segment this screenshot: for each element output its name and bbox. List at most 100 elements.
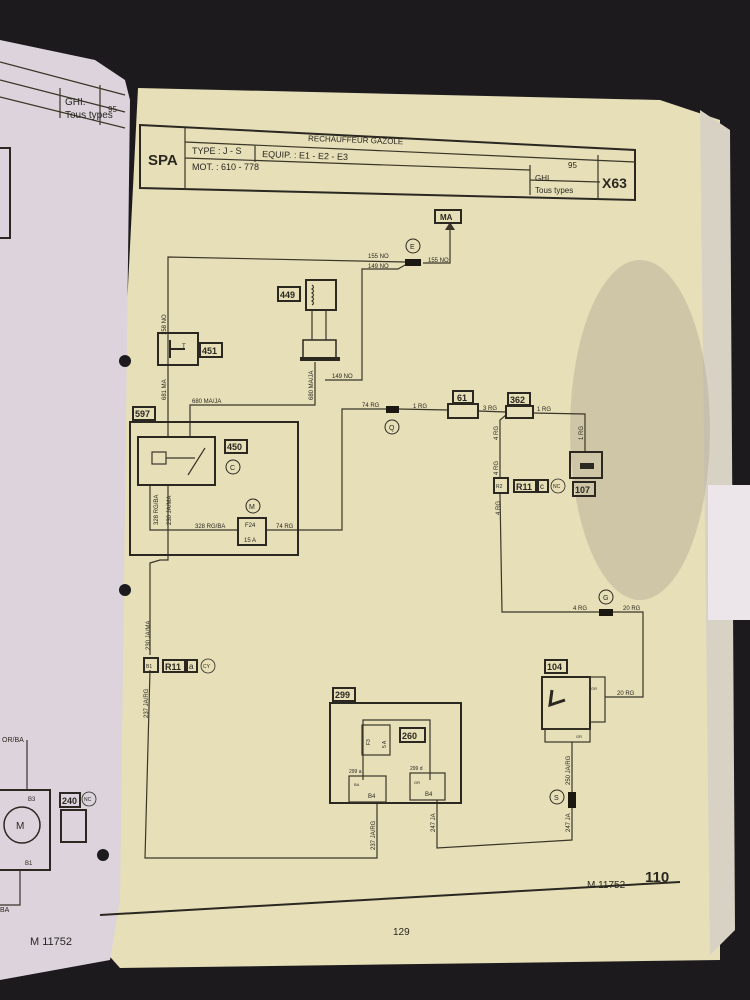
header-mot: MOT. : 610 - 778 <box>192 162 259 172</box>
binder-hole <box>119 355 131 367</box>
cy-badge: CY <box>203 664 211 670</box>
connector-b1 <box>143 657 159 673</box>
wire-label: 250 JA/RG <box>566 755 572 785</box>
connector-c: C <box>230 465 235 472</box>
r2-label: R2 <box>496 484 503 490</box>
wiring <box>144 222 644 859</box>
wire-label: 1 RG <box>537 407 551 413</box>
component-107: 107 <box>575 485 590 495</box>
header-block: SPA RECHAUFFEUR GAZOLE TYPE : J - S EQUI… <box>139 123 636 202</box>
component-597: 597 <box>135 409 150 419</box>
a-label: a <box>189 662 194 671</box>
left-types: Tous types <box>65 110 113 121</box>
component-104: 104 <box>547 662 562 672</box>
wire-label: 4 RG <box>494 461 500 475</box>
component-299: 299 <box>335 690 350 700</box>
wire-label: 20 RG <box>623 606 641 612</box>
binder-hole <box>119 584 131 596</box>
component-299-box <box>329 702 462 804</box>
bookmark-tab <box>708 485 750 620</box>
header-types: Tous types <box>535 186 573 195</box>
wire-label: 74 RG <box>362 403 380 409</box>
wire-label: 247 JA <box>431 813 437 832</box>
left-wire-label: OR/BA <box>2 737 24 744</box>
component-ma <box>434 209 462 224</box>
r11-label: R11 <box>516 482 532 492</box>
fuse-rating: 15 A <box>244 538 256 544</box>
left-ghi: GHI. <box>65 97 86 108</box>
component-449: 449 <box>280 290 295 300</box>
wire-label: 74 RG <box>276 524 294 530</box>
motor-label: M <box>16 821 24 832</box>
left-page <box>0 40 130 980</box>
wire-label: 149 NO <box>368 264 389 270</box>
component-451-switch <box>157 332 199 366</box>
left-page-content: GHI. Tous types 95 OR/BA BA M B3 B1 240 … <box>0 61 126 948</box>
wire-label: 155 NO <box>368 254 389 260</box>
component-450: 450 <box>227 442 242 452</box>
connector-q: Q <box>389 425 395 432</box>
binder-hole <box>97 849 109 861</box>
gr-badge: GR <box>591 686 597 691</box>
wire-label: 680 MA/JA <box>309 371 315 400</box>
left-wire-label: BA <box>0 907 10 914</box>
header-code: SPA <box>148 152 178 169</box>
header-ghi: GHI. <box>535 174 551 183</box>
pin-label: B4 <box>368 794 376 800</box>
ma-label: MA <box>440 213 453 222</box>
wire-label: 4 RG <box>494 426 500 440</box>
component-61: 61 <box>457 393 467 403</box>
relay-icon <box>137 436 216 486</box>
page-number: 129 <box>393 927 410 938</box>
header-type: TYPE : J - S <box>192 146 242 156</box>
wire-label: 237 JA/RG <box>144 688 150 718</box>
nc-badge: NC <box>553 484 561 490</box>
connector-g: G <box>603 595 608 602</box>
wire-label: 20 RG <box>617 691 635 697</box>
switch-label: T <box>182 344 186 350</box>
pin-label: B3 <box>28 797 36 803</box>
connector-r2 <box>493 477 509 494</box>
sub-label: 299 d <box>410 766 423 772</box>
arrow-up-icon <box>445 222 455 230</box>
wire-label: 4 RG <box>573 606 587 612</box>
wire-label: 247 JA <box>566 813 572 832</box>
wire-label: 680 MA/JA <box>192 399 221 405</box>
wire-labels: 155 NO 149 NO 155 NO 149 NO 158 NO 681 M… <box>144 254 641 850</box>
ba-badge: BA <box>354 782 360 787</box>
battery-icon <box>569 451 603 479</box>
wire-label: 237 JA/RG <box>371 820 377 850</box>
r11-label: R11 <box>165 662 181 672</box>
wire-label: 328 RG/BA <box>154 495 160 525</box>
gr-badge: GR <box>414 780 420 785</box>
wire-label: 1 RG <box>579 426 585 440</box>
fuse-label: F24 <box>245 523 256 529</box>
pin-label: B4 <box>425 792 433 798</box>
gr-badge: GR <box>576 734 582 739</box>
wire-label: 230 JA/MA <box>146 621 152 650</box>
components: MA 449 T 451 597 450 F24 15 A 61 362 107 <box>129 209 606 804</box>
header-year: 95 <box>568 161 577 170</box>
wire-label: 328 RG/BA <box>195 524 225 530</box>
left-ref: M 11752 <box>30 936 72 948</box>
wire-label: 230 JA/MA <box>167 496 173 525</box>
right-page <box>95 88 720 968</box>
b1-label: B1 <box>146 664 152 670</box>
connector-m: M <box>249 504 255 511</box>
fuse-f24 <box>237 517 267 546</box>
sub-label: 299 a <box>349 769 362 775</box>
connector-s: S <box>554 795 559 802</box>
header-equip: EQUIP. : E1 - E2 - E3 <box>262 149 348 162</box>
diagram-title: RECHAUFFEUR GAZOLE <box>308 134 403 146</box>
c-label: c <box>540 482 544 491</box>
fuse-rating: 5 A <box>382 740 388 748</box>
wire-label: 1 RG <box>413 404 427 410</box>
shadow <box>570 260 710 600</box>
connector-e: E <box>410 244 415 251</box>
diagram-id: X63 <box>602 175 627 191</box>
connector-icon <box>60 809 87 843</box>
wire-label: 4 RG <box>496 501 502 515</box>
motor-icon <box>3 806 41 844</box>
left-year: 95 <box>108 105 117 114</box>
